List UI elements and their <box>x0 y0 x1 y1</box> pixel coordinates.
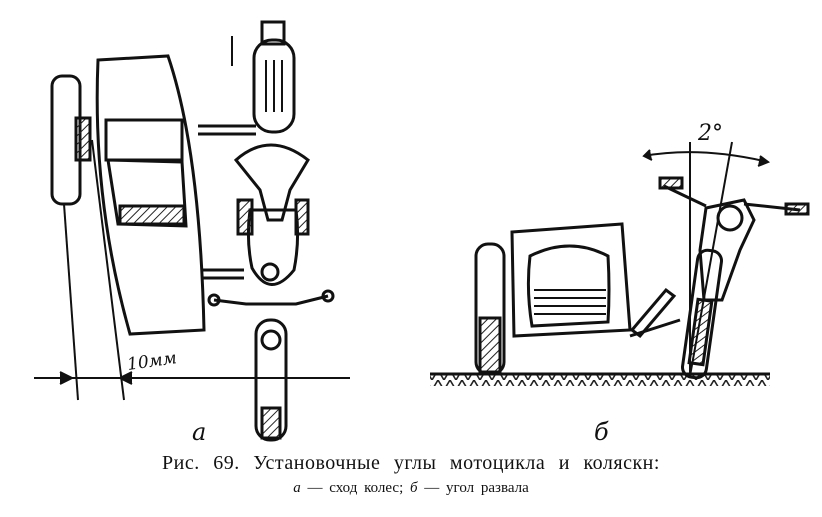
wheel-tilt-line <box>689 141 733 377</box>
panel-b-rear-view <box>430 176 810 386</box>
sidecar-seat <box>104 118 184 162</box>
moto-rear-hub <box>260 20 286 46</box>
camber-reference-lines <box>642 141 771 377</box>
caption-title: Рис. 69. Установочные углы мотоцикла и к… <box>162 452 660 474</box>
panel-a-top-view <box>50 20 335 442</box>
dimension-arrow-left <box>59 371 75 385</box>
moto-tank-cap <box>260 262 280 282</box>
angle-arc <box>643 151 769 163</box>
panel-a-label: а <box>192 418 206 446</box>
caption-a-text: — сход колес; <box>300 480 410 496</box>
sidecar-wheel-hub <box>74 116 92 162</box>
moto-seat <box>233 143 310 222</box>
moto-headlight-b <box>716 204 744 232</box>
caption-legend: а — сход колес; б — угол развала <box>0 480 822 497</box>
caption-b-letter: б <box>410 480 418 496</box>
sidecar-body-axis-line <box>91 139 125 401</box>
sidecar-body-b <box>510 222 632 338</box>
sidecar-seat-vent <box>118 204 186 226</box>
moto-rear-wheel <box>252 38 296 134</box>
toe-in-reference-lines <box>34 139 350 401</box>
moto-cylinder-left <box>236 198 254 236</box>
panel-b-label: б <box>594 418 609 446</box>
caption-b-text: — угол развала <box>417 480 529 496</box>
sidecar-seat-front <box>106 158 188 228</box>
sidecar-wheel-axis-line <box>63 203 79 401</box>
caption-a-letter: а <box>293 480 301 496</box>
moto-handlebar <box>213 294 329 306</box>
moto-cylinder-right <box>294 198 310 236</box>
sidecar-wheel-b <box>474 242 506 376</box>
moto-front-wheel <box>254 318 288 442</box>
angle-label-2deg: 2° <box>697 121 723 146</box>
sidecar-seatback-b <box>526 244 611 328</box>
sidecar-body <box>95 54 206 336</box>
ground <box>430 374 770 386</box>
dimension-label-10mm: 10мм <box>126 348 178 375</box>
dimension-arrow-right <box>117 371 133 385</box>
